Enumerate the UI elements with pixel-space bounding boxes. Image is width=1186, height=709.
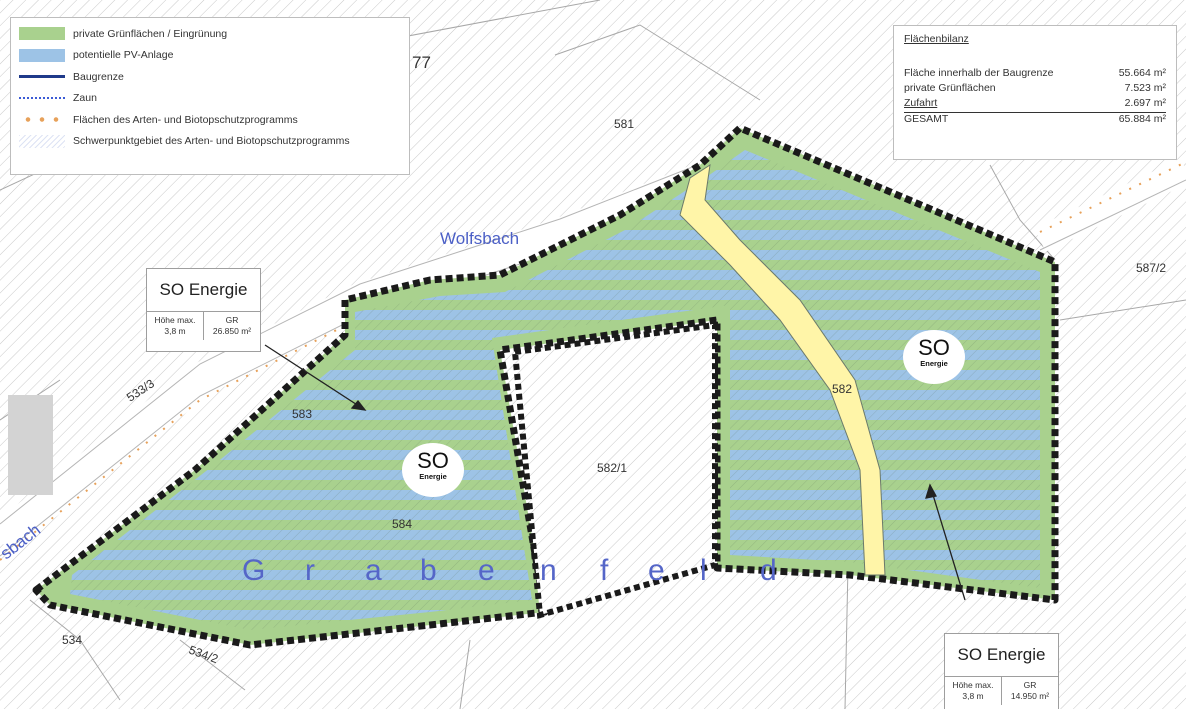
so-gr-label: GR [1023,680,1037,690]
legend-item: Flächen des Arten- und Biotopschutzprogr… [19,109,401,131]
legend-item-label: Schwerpunktgebiet des Arten- und Biotops… [73,135,350,148]
street-name-north: Wolfsbach [440,229,519,248]
so-height-value: 3,8 m [164,326,186,336]
so-gr-value: 26.850 m² [212,326,252,336]
green-swatch-icon [19,27,65,41]
so-gr-value: 14.950 m² [1010,691,1050,701]
field-letter: r [305,554,315,587]
legend-item-label: Flächen des Arten- und Biotopschutzprogr… [73,113,298,126]
field-letter: d [760,554,777,587]
balance-value: 2.697 m² [1124,97,1166,109]
so-gr-label: GR [225,315,239,325]
area-balance-title: Flächenbilanz [904,33,969,45]
balance-row: Fläche innerhalb der Baugrenze 55.664 m² [904,67,1166,82]
zaun-dotted-line-icon [19,97,65,100]
legend-item-label: Zaun [73,92,97,105]
balance-label: Zufahrt [904,97,938,109]
parcel-number: 581 [614,117,634,131]
so-height-cell: Höhe max. 3,8 m [945,677,1001,705]
balance-row: GESAMT 65.884 m² [904,113,1166,128]
pv-area-overlay [70,150,1040,630]
legend-item-label: potentielle PV-Anlage [73,49,174,62]
legend-item: potentielle PV-Anlage [19,45,401,67]
so-gr-cell: GR 14.950 m² [1001,677,1058,705]
field-letter: e [648,554,665,587]
so-badge-small: Energie [419,472,447,481]
balance-value: 55.664 m² [1118,67,1166,79]
hatch-swatch-icon [19,134,65,148]
parcel-number: 582 [832,382,852,396]
leader-lines [264,344,966,601]
field-letter: G [242,554,265,587]
parcel-number: 77 [412,53,431,72]
parcel-number: 582/1 [597,461,627,475]
so-badge-big: SO [918,335,950,360]
so-height-value: 3,8 m [962,691,984,701]
field-letter: f [600,554,609,587]
legend-item-label: Baugrenze [73,70,124,83]
legend-item: Zaun [19,88,401,110]
field-letter: a [365,554,382,587]
so-gr-cell: GR 26.850 m² [203,312,260,340]
legend-item: private Grünflächen / Eingrünung [19,23,401,45]
balance-row: private Grünflächen 7.523 m² [904,82,1166,97]
so-label-title: SO Energie [945,634,1058,677]
baugrenze-line-icon [19,75,65,79]
blue-swatch-icon [19,48,65,62]
so-label-title: SO Energie [147,269,260,312]
balance-row: Zufahrt 2.697 m² [904,97,1166,113]
parcel-number: 587/2 [1136,261,1166,275]
balance-value: 65.884 m² [1118,113,1166,125]
so-height-cell: Höhe max. 3,8 m [147,312,203,340]
access-track [679,163,886,576]
so-zone-badge: SO Energie [903,330,965,384]
so-zone-badge: SO Energie [402,443,464,497]
parcel-numbers: 77 581 587/2 533/3 583 584 582/1 582 534… [62,53,1166,666]
balance-label: GESAMT [904,113,949,125]
legend-item-label: private Grünflächen / Eingrünung [73,27,228,40]
balance-label: Fläche innerhalb der Baugrenze [904,67,1054,79]
field-letter: b [420,554,437,587]
excluded-area-hatch [511,321,718,619]
building [8,395,53,495]
orange-dots-icon [19,113,65,127]
field-name: G r a b e n f e l d [242,554,777,587]
field-letter: n [540,554,557,587]
legend-item: Baugrenze [19,66,401,88]
legend-item: Schwerpunktgebiet des Arten- und Biotops… [19,131,401,153]
so-height-label: Höhe max. [154,315,196,325]
so-height-label: Höhe max. [952,680,994,690]
parcel-number: 534 [62,633,82,647]
so-energie-label-right: SO Energie Höhe max. 3,8 m GR 14.950 m² [944,633,1059,709]
parcel-number: 583 [292,407,312,421]
parcel-number: 584 [392,517,412,531]
balance-value: 7.523 m² [1124,82,1166,94]
field-letter: l [700,554,707,587]
legend: private Grünflächen / Eingrünung potenti… [10,17,410,175]
so-badge-big: SO [417,448,449,473]
so-energie-label-left: SO Energie Höhe max. 3,8 m GR 26.850 m² [146,268,261,352]
area-balance: Flächenbilanz Fläche innerhalb der Baugr… [893,25,1177,160]
field-letter: e [478,554,495,587]
balance-label: private Grünflächen [904,82,996,94]
so-badge-small: Energie [920,359,948,368]
